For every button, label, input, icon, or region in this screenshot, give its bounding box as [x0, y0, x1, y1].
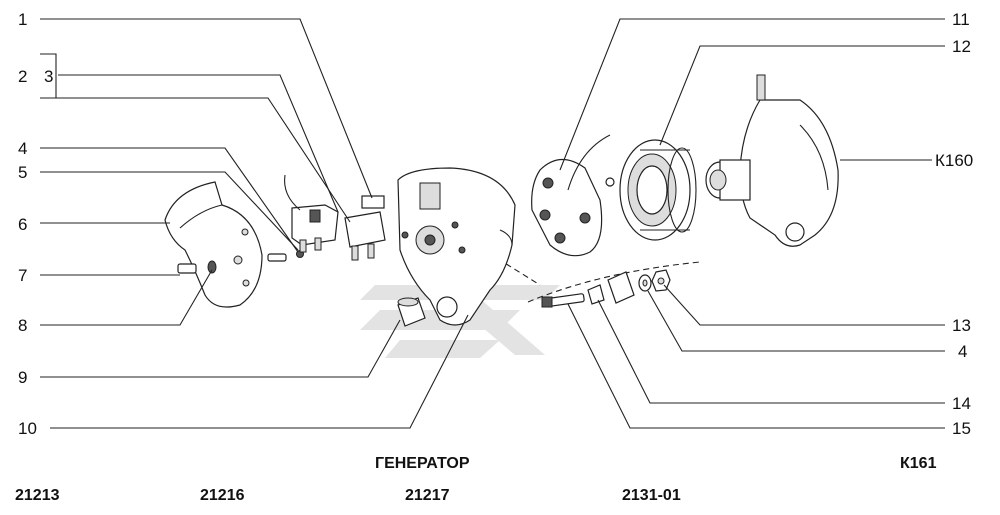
callout-4-left: 4 [18, 139, 27, 158]
stator [619, 139, 697, 241]
callout-8: 8 [18, 316, 27, 335]
callout-1: 1 [18, 10, 27, 29]
callout-6: 6 [18, 215, 27, 234]
callout-12: 12 [952, 37, 971, 56]
voltage-regulator [284, 174, 339, 253]
nut [651, 269, 671, 292]
model-code-2: 21216 [200, 487, 245, 504]
page-code: К161 [900, 455, 937, 472]
model-code-3: 21217 [405, 487, 450, 504]
assembly-ref-label: К160 [935, 151, 973, 170]
model-code-1: 21213 [15, 487, 60, 504]
callout-4-right: 4 [958, 342, 967, 361]
protective-cover [164, 181, 263, 308]
brush-holder [344, 195, 386, 261]
capacitor-block [607, 271, 635, 304]
rectifier-unit [531, 134, 615, 257]
callout-9: 9 [18, 368, 27, 387]
callout-2: 2 [18, 67, 27, 86]
bolt [541, 293, 585, 308]
leader-lines [40, 18, 945, 429]
insulating-bushing [587, 284, 605, 305]
callout-13: 13 [952, 316, 971, 335]
callout-11: 11 [952, 10, 970, 29]
callout-14: 14 [952, 394, 971, 413]
washer-right [638, 274, 652, 292]
bushing [397, 297, 426, 327]
callout-3: 3 [44, 67, 53, 86]
assembled-generator [705, 74, 839, 247]
rear-housing [397, 167, 516, 326]
small-screw [267, 250, 304, 262]
callout-10: 10 [18, 419, 37, 438]
callout-15: 15 [952, 419, 971, 438]
diagram-title: ГЕНЕРАТОР [375, 455, 470, 472]
model-code-4: 2131-01 [622, 487, 681, 504]
cover-screw [177, 260, 217, 274]
callout-7: 7 [18, 266, 27, 285]
callout-5: 5 [18, 163, 27, 182]
